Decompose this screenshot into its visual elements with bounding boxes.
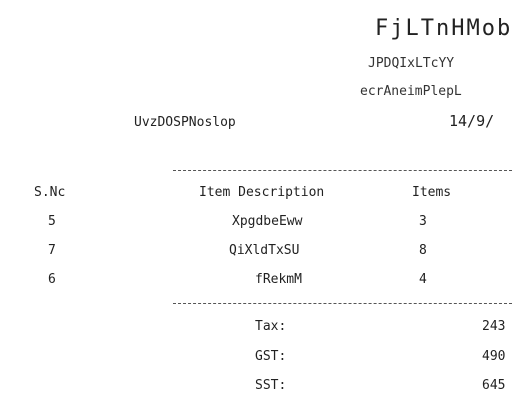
row-1-items: 3	[419, 214, 427, 229]
receipt-date: 14/9/	[449, 112, 495, 130]
row-2-items: 8	[419, 243, 427, 258]
customer-name: UvzDOSPNoslop	[134, 115, 236, 130]
row-2-description: QiXldTxSU	[229, 243, 300, 258]
column-header-description: Item Description	[199, 185, 325, 200]
gst-label: GST:	[255, 349, 287, 364]
column-header-sno: S.Nc	[34, 185, 66, 200]
divider-bottom	[173, 303, 512, 304]
sst-label: SST:	[255, 378, 287, 393]
divider-top	[173, 170, 512, 171]
row-1-sno: 5	[48, 214, 56, 229]
tax-value: 243	[482, 319, 506, 334]
receipt-title: FjLTnHMob(	[375, 16, 512, 41]
row-3-description: fRekmM	[255, 272, 302, 287]
row-3-items: 4	[419, 272, 427, 287]
row-2-sno: 7	[48, 243, 56, 258]
sst-value: 645	[482, 378, 506, 393]
gst-value: 490	[482, 349, 506, 364]
row-3-sno: 6	[48, 272, 56, 287]
header-line-1: JPDQIxLTcYY	[368, 56, 455, 71]
column-header-items: Items	[412, 185, 452, 200]
tax-label: Tax:	[255, 319, 287, 334]
header-line-2: ecrAneimPlepL	[360, 84, 462, 99]
row-1-description: XpgdbeEww	[232, 214, 303, 229]
